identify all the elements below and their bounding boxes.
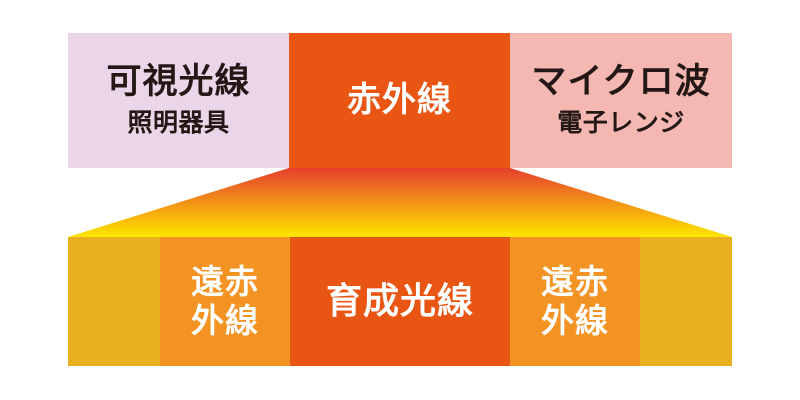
band-visible-light-title: 可視光線 <box>106 62 251 103</box>
band-far-infrared-right-label: 遠赤 外線 <box>541 261 609 340</box>
band-far-infrared-left: 遠赤 外線 <box>160 237 290 366</box>
band-infrared-title: 赤外線 <box>347 80 452 121</box>
band-gold-right <box>640 237 732 366</box>
spectrum-bottom-bar: 遠赤 外線 育成光線 遠赤 外線 <box>68 237 732 366</box>
band-microwave: マイクロ波 電子レンジ <box>510 33 732 168</box>
band-far-infrared-right: 遠赤 外線 <box>510 237 640 366</box>
band-growth-ray: 育成光線 <box>290 237 510 366</box>
band-infrared: 赤外線 <box>289 33 510 168</box>
spectrum-top-bar: 可視光線 照明器具 赤外線 マイクロ波 電子レンジ <box>68 33 732 168</box>
band-gold-left <box>68 237 160 366</box>
band-microwave-title: マイクロ波 <box>531 62 711 103</box>
band-visible-light-subtitle: 照明器具 <box>127 107 230 137</box>
band-growth-ray-label: 育成光線 <box>325 280 474 322</box>
band-far-infrared-left-label: 遠赤 外線 <box>191 261 259 340</box>
band-visible-light: 可視光線 照明器具 <box>68 33 289 168</box>
band-microwave-subtitle: 電子レンジ <box>557 107 685 137</box>
infrared-beam-trapezoid <box>68 168 732 237</box>
